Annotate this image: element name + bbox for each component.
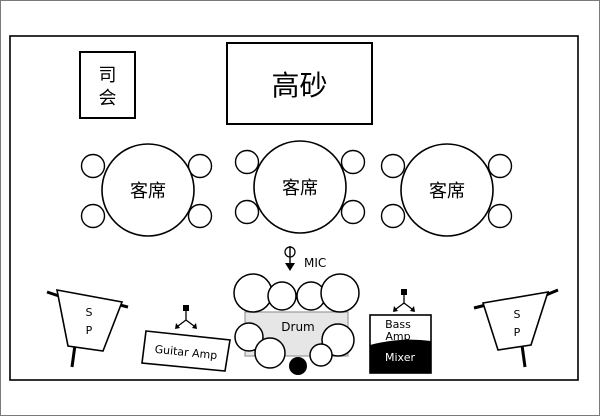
guest-table-2: 客席 <box>234 140 366 234</box>
host-podium: 司 会 <box>79 51 136 119</box>
mixer-label: Mixer <box>385 351 415 364</box>
guest-table-1-label: 客席 <box>130 181 166 202</box>
left-speaker-label-s: S <box>86 306 93 319</box>
mixer: Mixer <box>370 339 431 373</box>
head-table-label: 高砂 <box>271 69 327 102</box>
host-label-line-1: 司 <box>99 65 117 86</box>
power-outlet-icon-2 <box>393 289 415 312</box>
power-outlet-icon <box>175 305 197 329</box>
head-table: 高砂 <box>226 42 373 125</box>
drum-label: Drum <box>281 320 314 334</box>
right-speaker-label-s: S <box>514 308 521 321</box>
left-speaker: S P <box>46 288 129 368</box>
guest-table-3-label: 客席 <box>429 181 465 202</box>
microphone-icon <box>284 246 296 271</box>
right-speaker: S P <box>473 288 559 368</box>
drum-throne <box>289 357 307 375</box>
drum-kit: Drum <box>233 273 360 375</box>
guest-table-1: 客席 <box>80 143 213 237</box>
mic-label: MIC <box>304 256 326 270</box>
left-speaker-label-p: P <box>86 324 93 337</box>
bass-amp-label-line-1: Bass <box>385 318 411 331</box>
guitar-amp: Guitar Amp <box>141 330 231 372</box>
guest-table-3: 客席 <box>380 143 513 237</box>
host-label-line-2: 会 <box>99 88 117 109</box>
right-speaker-label-p: P <box>514 326 521 339</box>
guest-table-2-label: 客席 <box>282 178 318 199</box>
bass-amp-label-line-2: Amp <box>385 330 410 343</box>
